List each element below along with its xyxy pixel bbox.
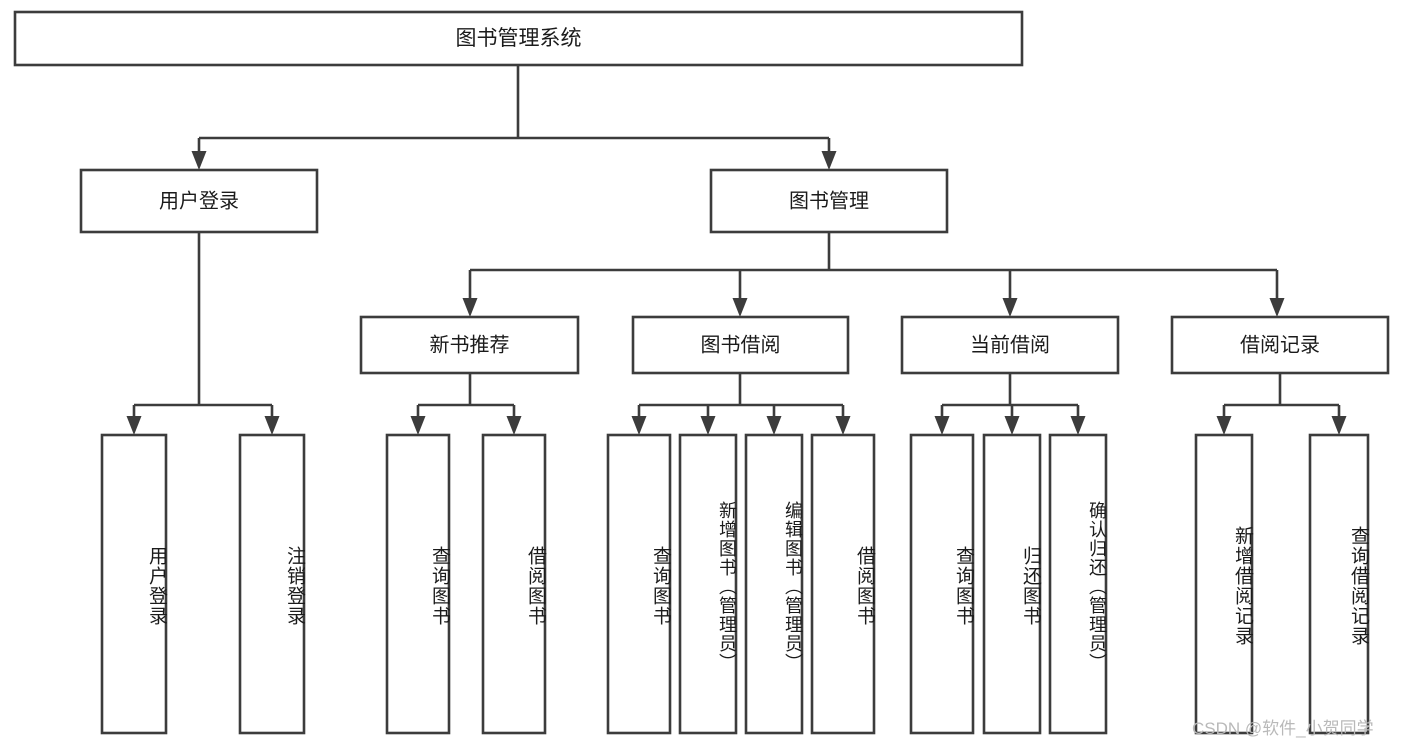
leaf-box[interactable] (1194, 433, 1254, 735)
node-leaf-8[interactable] (909, 433, 975, 735)
node-level3-1[interactable]: 图书借阅 (631, 315, 850, 375)
leaf-box[interactable] (238, 433, 306, 735)
watermark-text: CSDN @软件_小贺同学 (1192, 719, 1374, 738)
node-leaf-6[interactable] (744, 433, 804, 735)
arrow-head-icon (1070, 416, 1086, 435)
leaf-box[interactable] (678, 433, 738, 735)
leaf-box[interactable] (1048, 433, 1108, 735)
node-leaf-9[interactable] (982, 433, 1042, 735)
leaf-box[interactable] (744, 433, 804, 735)
level3-box[interactable] (900, 315, 1120, 375)
node-level3-0[interactable]: 新书推荐 (359, 315, 580, 375)
arrow-head-icon (1216, 416, 1232, 435)
leaf-box[interactable] (606, 433, 672, 735)
arrow-head-icon (462, 298, 478, 317)
root-label: 图书管理系统 (456, 27, 582, 50)
arrow-head-icon (732, 298, 748, 317)
arrow-head-icon (1002, 298, 1018, 317)
node-leaf-5[interactable] (678, 433, 738, 735)
node-leaf-10[interactable] (1048, 433, 1108, 735)
arrow-head-icon (835, 416, 851, 435)
arrow-head-icon (1331, 416, 1347, 435)
arrow-head-icon (1004, 416, 1020, 435)
node-leaf-11[interactable] (1194, 433, 1254, 735)
arrow-head-icon (191, 151, 207, 170)
level3-box[interactable] (631, 315, 850, 375)
node-leaf-0[interactable] (100, 433, 168, 735)
leaf-box[interactable] (982, 433, 1042, 735)
level2-box[interactable] (709, 168, 949, 234)
node-level3-2[interactable]: 当前借阅 (900, 315, 1120, 375)
leaf-box[interactable] (1308, 433, 1370, 735)
node-leaf-12[interactable] (1308, 433, 1370, 735)
level3-label: 当前借阅 (970, 333, 1050, 356)
leaf-box[interactable] (810, 433, 876, 735)
arrow-head-icon (126, 416, 142, 435)
node-level2-1[interactable]: 图书管理 (709, 168, 949, 234)
connector-group-3 (1216, 373, 1347, 435)
level3-box[interactable] (359, 315, 580, 375)
level3-box[interactable] (1170, 315, 1390, 375)
node-leaf-1[interactable] (238, 433, 306, 735)
leaf-box[interactable] (481, 433, 547, 735)
leaf-box[interactable] (385, 433, 451, 735)
leaf-box[interactable] (100, 433, 168, 735)
node-level2-0[interactable]: 用户登录 (79, 168, 319, 234)
level3-label: 图书借阅 (701, 333, 781, 356)
level2-label: 图书管理 (789, 189, 869, 212)
arrow-head-icon (631, 416, 647, 435)
connector-group-0 (410, 373, 522, 435)
arrow-head-icon (410, 416, 426, 435)
arrow-head-icon (700, 416, 716, 435)
connector-group-root (191, 65, 837, 170)
connector-group-manage (462, 232, 1285, 317)
node-leaf-7[interactable] (810, 433, 876, 735)
node-leaf-2[interactable] (385, 433, 451, 735)
arrow-head-icon (934, 416, 950, 435)
arrow-head-icon (264, 416, 280, 435)
connector-group-login (126, 232, 280, 435)
level3-label: 借阅记录 (1240, 333, 1320, 356)
leaf-box[interactable] (909, 433, 975, 735)
level2-label: 用户登录 (159, 189, 239, 212)
arrow-head-icon (1269, 298, 1285, 317)
node-level3-3[interactable]: 借阅记录 (1170, 315, 1390, 375)
connector-group-2 (934, 373, 1086, 435)
arrow-head-icon (506, 416, 522, 435)
node-root[interactable]: 图书管理系统 (13, 10, 1024, 67)
arrow-head-icon (821, 151, 837, 170)
arrow-head-icon (766, 416, 782, 435)
connector-group-1 (631, 373, 851, 435)
root-box[interactable] (13, 10, 1024, 67)
node-leaf-4[interactable] (606, 433, 672, 735)
node-leaf-3[interactable] (481, 433, 547, 735)
level3-label: 新书推荐 (430, 333, 510, 356)
